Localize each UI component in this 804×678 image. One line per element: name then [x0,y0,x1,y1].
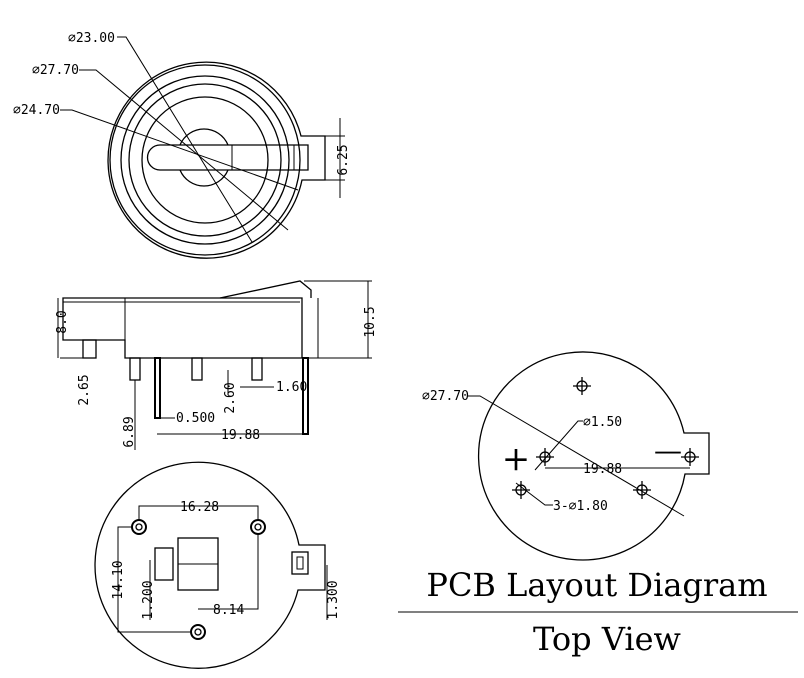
pcb-label-holes: 3-⌀1.80 [553,499,608,514]
side-view-height-105: 10.5 [363,306,378,337]
top-view-circle-3 [120,75,290,245]
pcb-outline [477,351,710,561]
side-view-dim-0500: 0.500 [176,411,215,426]
top-view: 6.25 ⌀23.00 ⌀27.70 ⌀24.70 [13,31,351,259]
side-view-contact [219,280,312,299]
bottom-view-dim-1200: 1.200 [141,580,156,619]
leader-dia-23 [117,36,253,243]
label-dia-2770: ⌀27.70 [32,63,79,78]
side-view-dim-689: 6.89 [122,416,137,447]
side-view-dim-160: 1.60 [276,380,307,395]
pcb-dim-1988: 19.88 [583,462,622,477]
pcb-plus-sign: + [502,439,531,479]
top-view-contact [146,144,309,171]
pcb-label-dia-2770: ⌀27.70 [422,389,469,404]
bottom-view: 16.28 14.10 1.200 8.14 1.300 [94,461,341,669]
top-view-tab-height: 6.25 [336,144,351,175]
side-view-dim-260: 2.60 [223,382,238,413]
side-view-height-80: 8.0 [55,310,70,333]
side-view-dim-1988: 19.88 [221,428,260,443]
pcb-view: + — 19.88 ⌀27.70 ⌀1.50 3-⌀1.80 [422,351,710,561]
bottom-view-outline [94,461,326,669]
side-view-dim-265: 2.65 [77,374,92,405]
leader-dia-2470 [60,109,299,191]
top-view-circle-5 [141,96,269,224]
pcb-leader-2770 [468,395,685,517]
bottom-view-dim-1628: 16.28 [180,500,219,515]
bottom-view-dim-1300: 1.300 [326,580,341,619]
bottom-view-dim-1410: 14.10 [111,560,126,599]
top-view-contact-hub [179,128,229,187]
top-view-title: Top View [533,620,681,658]
pcb-leader-150 [534,420,583,471]
label-dia-23: ⌀23.00 [68,31,115,46]
top-view-circle-4 [128,83,282,237]
top-view-circle-2 [109,64,301,256]
leader-dia-2770 [79,69,289,231]
side-view: 10.5 8.0 2.65 6.89 0.500 2.60 1.60 19.88 [55,280,378,450]
pcb-minus-sign: — [654,434,682,467]
pcb-leader-holes [515,482,553,506]
pcb-label-dia-150: ⌀1.50 [583,415,622,430]
side-view-body [62,297,303,359]
bottom-view-dim-814: 8.14 [213,603,244,618]
pcb-layout-title: PCB Layout Diagram [426,566,767,604]
top-view-outer-rim [107,61,326,259]
label-dia-2470: ⌀24.70 [13,103,60,118]
